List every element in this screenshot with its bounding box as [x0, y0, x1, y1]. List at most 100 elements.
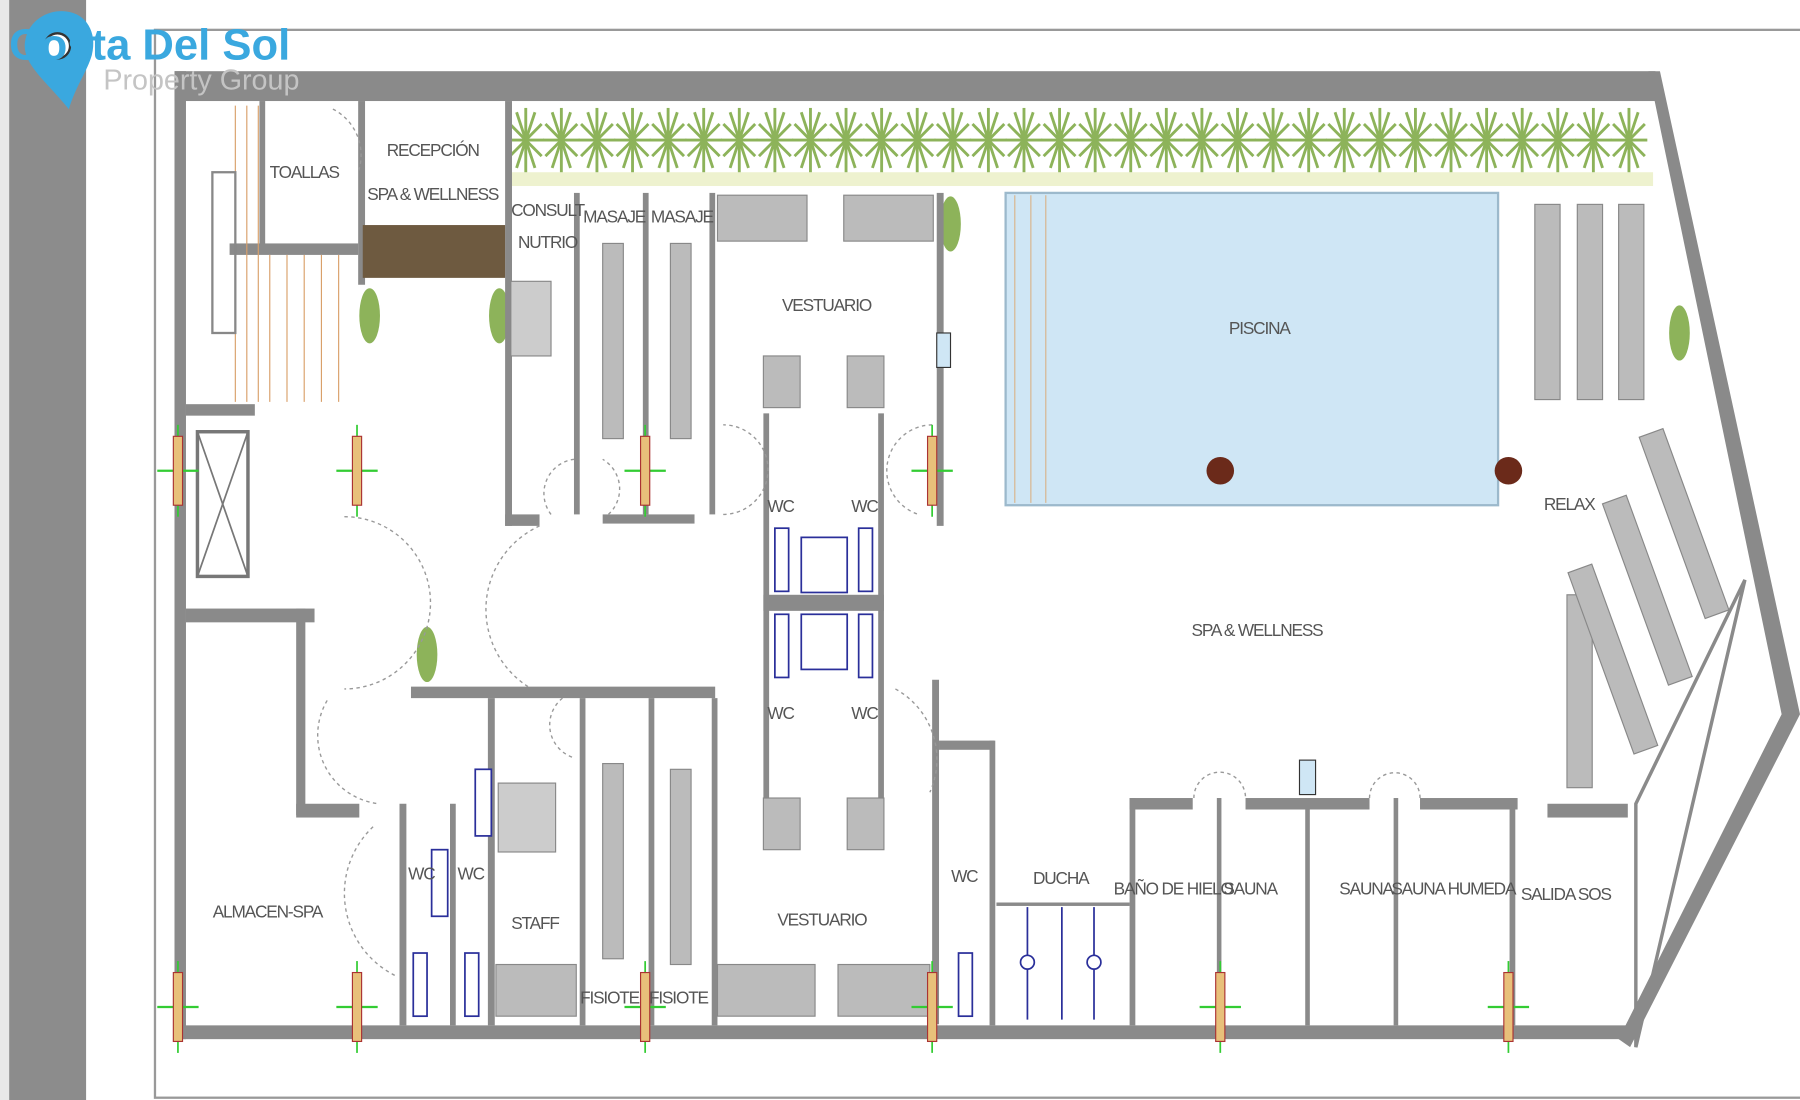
- palm-icon: [1112, 107, 1150, 173]
- palm-icon: [685, 107, 723, 173]
- label-wc: WC: [767, 496, 794, 516]
- label-relax: RELAX: [1544, 494, 1596, 514]
- palm-icon: [1290, 107, 1328, 173]
- palm-icon: [1397, 107, 1434, 173]
- column-marker: [1487, 961, 1530, 1053]
- label-fisiote: FISIOTE: [649, 988, 709, 1008]
- column-marker: [336, 961, 378, 1053]
- sidebar-edge: [0, 0, 10, 1100]
- inner-walls: [185, 101, 1628, 1026]
- plant-icon: [1669, 305, 1690, 361]
- fountain-icon: [936, 332, 952, 369]
- label-wc: WC: [851, 496, 878, 516]
- column-marker: [911, 961, 953, 1053]
- elevator-icon: [195, 430, 250, 579]
- palm-icon: [578, 107, 616, 173]
- palm-icon: [1005, 107, 1043, 173]
- palm-icon: [1325, 107, 1363, 173]
- column-marker: [157, 424, 199, 517]
- label-ducha: DUCHA: [1033, 868, 1090, 888]
- label-recepcion-spa: SPA & WELLNESS: [367, 184, 499, 204]
- label-wc: WC: [457, 864, 484, 884]
- label-almacen: ALMACEN-SPA: [213, 901, 324, 921]
- label-sauna: SAUNA: [1223, 878, 1278, 898]
- palm-icon: [934, 107, 972, 173]
- palm-icon: [1503, 107, 1541, 173]
- pool-lamp-icon: [1206, 456, 1235, 485]
- palm-icon: [1076, 107, 1114, 173]
- label-wc: WC: [851, 703, 878, 723]
- palm-icon: [792, 107, 829, 173]
- label-piscina: PISCINA: [1229, 318, 1292, 338]
- pool-steps: [1014, 195, 1047, 503]
- label-spa-wellness: SPA & WELLNESS: [1192, 620, 1324, 640]
- logo-tagline: Property Group: [103, 65, 299, 97]
- map-pin-icon: [24, 11, 94, 110]
- plant-icon: [940, 196, 961, 252]
- sauna-heater-icon: [1298, 759, 1317, 796]
- column-marker: [624, 424, 666, 517]
- label-bano-hielo: BAÑO DE HIELO: [1114, 878, 1234, 898]
- logo-name: Costa Del Sol: [9, 22, 290, 70]
- label-nutrio: NUTRIO: [518, 232, 578, 252]
- label-vestuario: VESTUARIO: [777, 909, 867, 929]
- palm-icon: [1147, 107, 1185, 173]
- palm-icon: [1468, 107, 1505, 173]
- plant-icon: [416, 626, 438, 683]
- label-sauna-humeda: SAUNA HUMEDA: [1391, 878, 1517, 898]
- planter-strip: [510, 172, 1654, 187]
- palm-icon: [542, 107, 580, 173]
- room-labels: TOALLAS RECEPCIÓN SPA & WELLNESS CONSULT…: [213, 140, 1613, 1008]
- palm-icon: [1575, 107, 1612, 173]
- stair-rail: [211, 171, 237, 335]
- pool: [1004, 191, 1500, 507]
- palm-icon: [863, 107, 901, 173]
- palm-icon: [827, 107, 865, 173]
- palm-icon: [1539, 107, 1577, 173]
- sanitary-fixtures: [412, 527, 1102, 1020]
- palm-icon: [970, 107, 1007, 173]
- palm-icon: [720, 107, 758, 173]
- left-sidebar: [0, 0, 87, 1100]
- plant-icon: [489, 288, 510, 344]
- palm-icon: [507, 107, 545, 173]
- staircase: [234, 105, 340, 402]
- label-wc: WC: [767, 703, 794, 723]
- column-marker: [336, 424, 378, 517]
- palm-icon: [614, 107, 651, 173]
- door-swings: [317, 108, 1421, 977]
- palm-icon: [1219, 107, 1256, 173]
- label-masaje: MASAJE: [583, 207, 646, 227]
- palm-icon: [1432, 107, 1470, 173]
- palm-icon: [1254, 107, 1292, 173]
- company-logo: Costa Del Sol Property Group: [9, 11, 299, 110]
- palm-icon: [1183, 107, 1221, 173]
- plant-icon: [359, 288, 380, 344]
- palm-icon: [756, 107, 794, 173]
- structural-columns: [157, 424, 1530, 1053]
- label-wc: WC: [951, 866, 978, 886]
- column-marker: [624, 961, 666, 1053]
- column-marker: [1199, 961, 1241, 1053]
- label-sauna: SAUNA: [1339, 878, 1394, 898]
- label-masaje: MASAJE: [651, 207, 714, 227]
- palm-icon: [1361, 107, 1399, 173]
- label-consult: CONSULT: [511, 200, 586, 220]
- palm-icon: [898, 107, 936, 173]
- label-fisiote: FISIOTE: [580, 988, 640, 1008]
- label-staff: STAFF: [511, 913, 559, 933]
- column-marker: [911, 424, 953, 517]
- sheet-frame: [153, 28, 1800, 1099]
- palm-icon: [1610, 107, 1648, 173]
- palm-icon: [649, 107, 687, 173]
- label-recepcion: RECEPCIÓN: [387, 140, 480, 160]
- furniture: [495, 194, 1730, 1017]
- pool-lamp-icon: [1494, 456, 1523, 485]
- outer-walls: [174, 71, 1800, 1048]
- label-vestuario: VESTUARIO: [782, 295, 872, 315]
- label-toallas: TOALLAS: [270, 162, 340, 182]
- label-wc: WC: [408, 864, 435, 884]
- column-marker: [157, 961, 199, 1053]
- palm-icon: [1041, 107, 1078, 173]
